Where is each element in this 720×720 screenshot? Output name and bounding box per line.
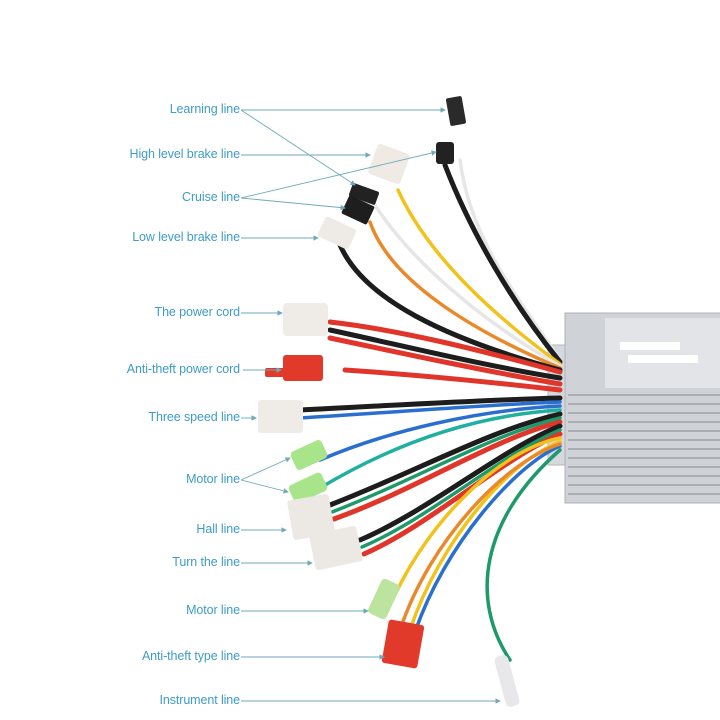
yellow-wire <box>393 436 562 597</box>
heat-sink-fins <box>568 394 720 495</box>
white-wire <box>373 203 562 368</box>
blue-wire <box>318 404 562 462</box>
leader-line <box>240 197 346 211</box>
high-brake-connector <box>368 143 410 185</box>
blue-wire <box>413 444 562 634</box>
hall-connector <box>287 494 335 540</box>
black-wire <box>442 162 563 365</box>
label-turn-the-line: Turn the line <box>172 555 240 569</box>
wire-bundle <box>297 158 563 662</box>
controller-box <box>547 312 720 504</box>
leader-lines <box>240 107 501 704</box>
anti-theft-power-connector <box>283 355 323 381</box>
leader-line <box>240 457 291 481</box>
motor-connector-2 <box>288 472 328 504</box>
connectors <box>258 96 520 707</box>
anti-theft-power-tab <box>265 368 287 377</box>
label-cruise-line: Cruise line <box>182 190 240 204</box>
cruise-connector <box>436 142 454 164</box>
leader-line <box>240 150 437 199</box>
black-wire <box>335 237 563 373</box>
anti-theft-type-connector <box>381 619 425 669</box>
green-wire <box>330 416 562 514</box>
leader-line <box>240 109 356 186</box>
controller-sticker <box>605 318 720 388</box>
sticker-redacted-text <box>620 342 680 350</box>
sticker-redacted-text-2 <box>628 355 698 363</box>
motor-connector-3 <box>368 578 400 620</box>
label-learning-line: Learning line <box>169 102 240 116</box>
three-speed-connector <box>258 400 303 433</box>
black-wire <box>357 423 563 543</box>
red-wire <box>327 335 563 387</box>
low-brake-connector <box>317 216 357 250</box>
turn-connector <box>309 525 363 571</box>
red-wire <box>331 419 563 522</box>
black-wire <box>297 395 563 413</box>
red-wire <box>342 367 563 393</box>
black-wire <box>327 411 563 508</box>
label-hall-line: Hall line <box>196 522 240 536</box>
motor-connector-1 <box>290 440 328 470</box>
blue-wire <box>298 400 562 420</box>
teal-wire <box>318 408 562 490</box>
label-anti-theft-type-line: Anti-theft type line <box>141 649 240 663</box>
green-wire <box>485 448 562 662</box>
label-low-level-brake-line: Low level brake line <box>132 230 240 244</box>
instrument-connector <box>494 655 520 707</box>
label-anti-theft-power-cord: Anti-theft power cord <box>126 362 240 376</box>
power-connector <box>283 303 328 336</box>
white-wire <box>458 158 562 362</box>
orange-wire <box>368 220 562 370</box>
label-motor-line: Motor line <box>186 472 240 486</box>
green-wire <box>360 428 562 549</box>
learning-connector <box>446 96 466 126</box>
label-instrument-line: Instrument line <box>159 693 241 707</box>
cruise-plug <box>341 195 375 225</box>
label-three-speed-line: Three speed line <box>148 410 240 424</box>
orange-wire <box>398 442 562 632</box>
black-wire <box>327 327 563 381</box>
leader-line <box>240 479 289 494</box>
label-motor-line-2: Motor line <box>186 603 240 617</box>
red-wire <box>327 319 563 375</box>
learning-plug <box>349 183 379 205</box>
label-power-cord: The power cord <box>154 305 241 319</box>
yellow-wire <box>396 188 562 366</box>
label-high-level-brake-line: High level brake line <box>129 147 241 161</box>
